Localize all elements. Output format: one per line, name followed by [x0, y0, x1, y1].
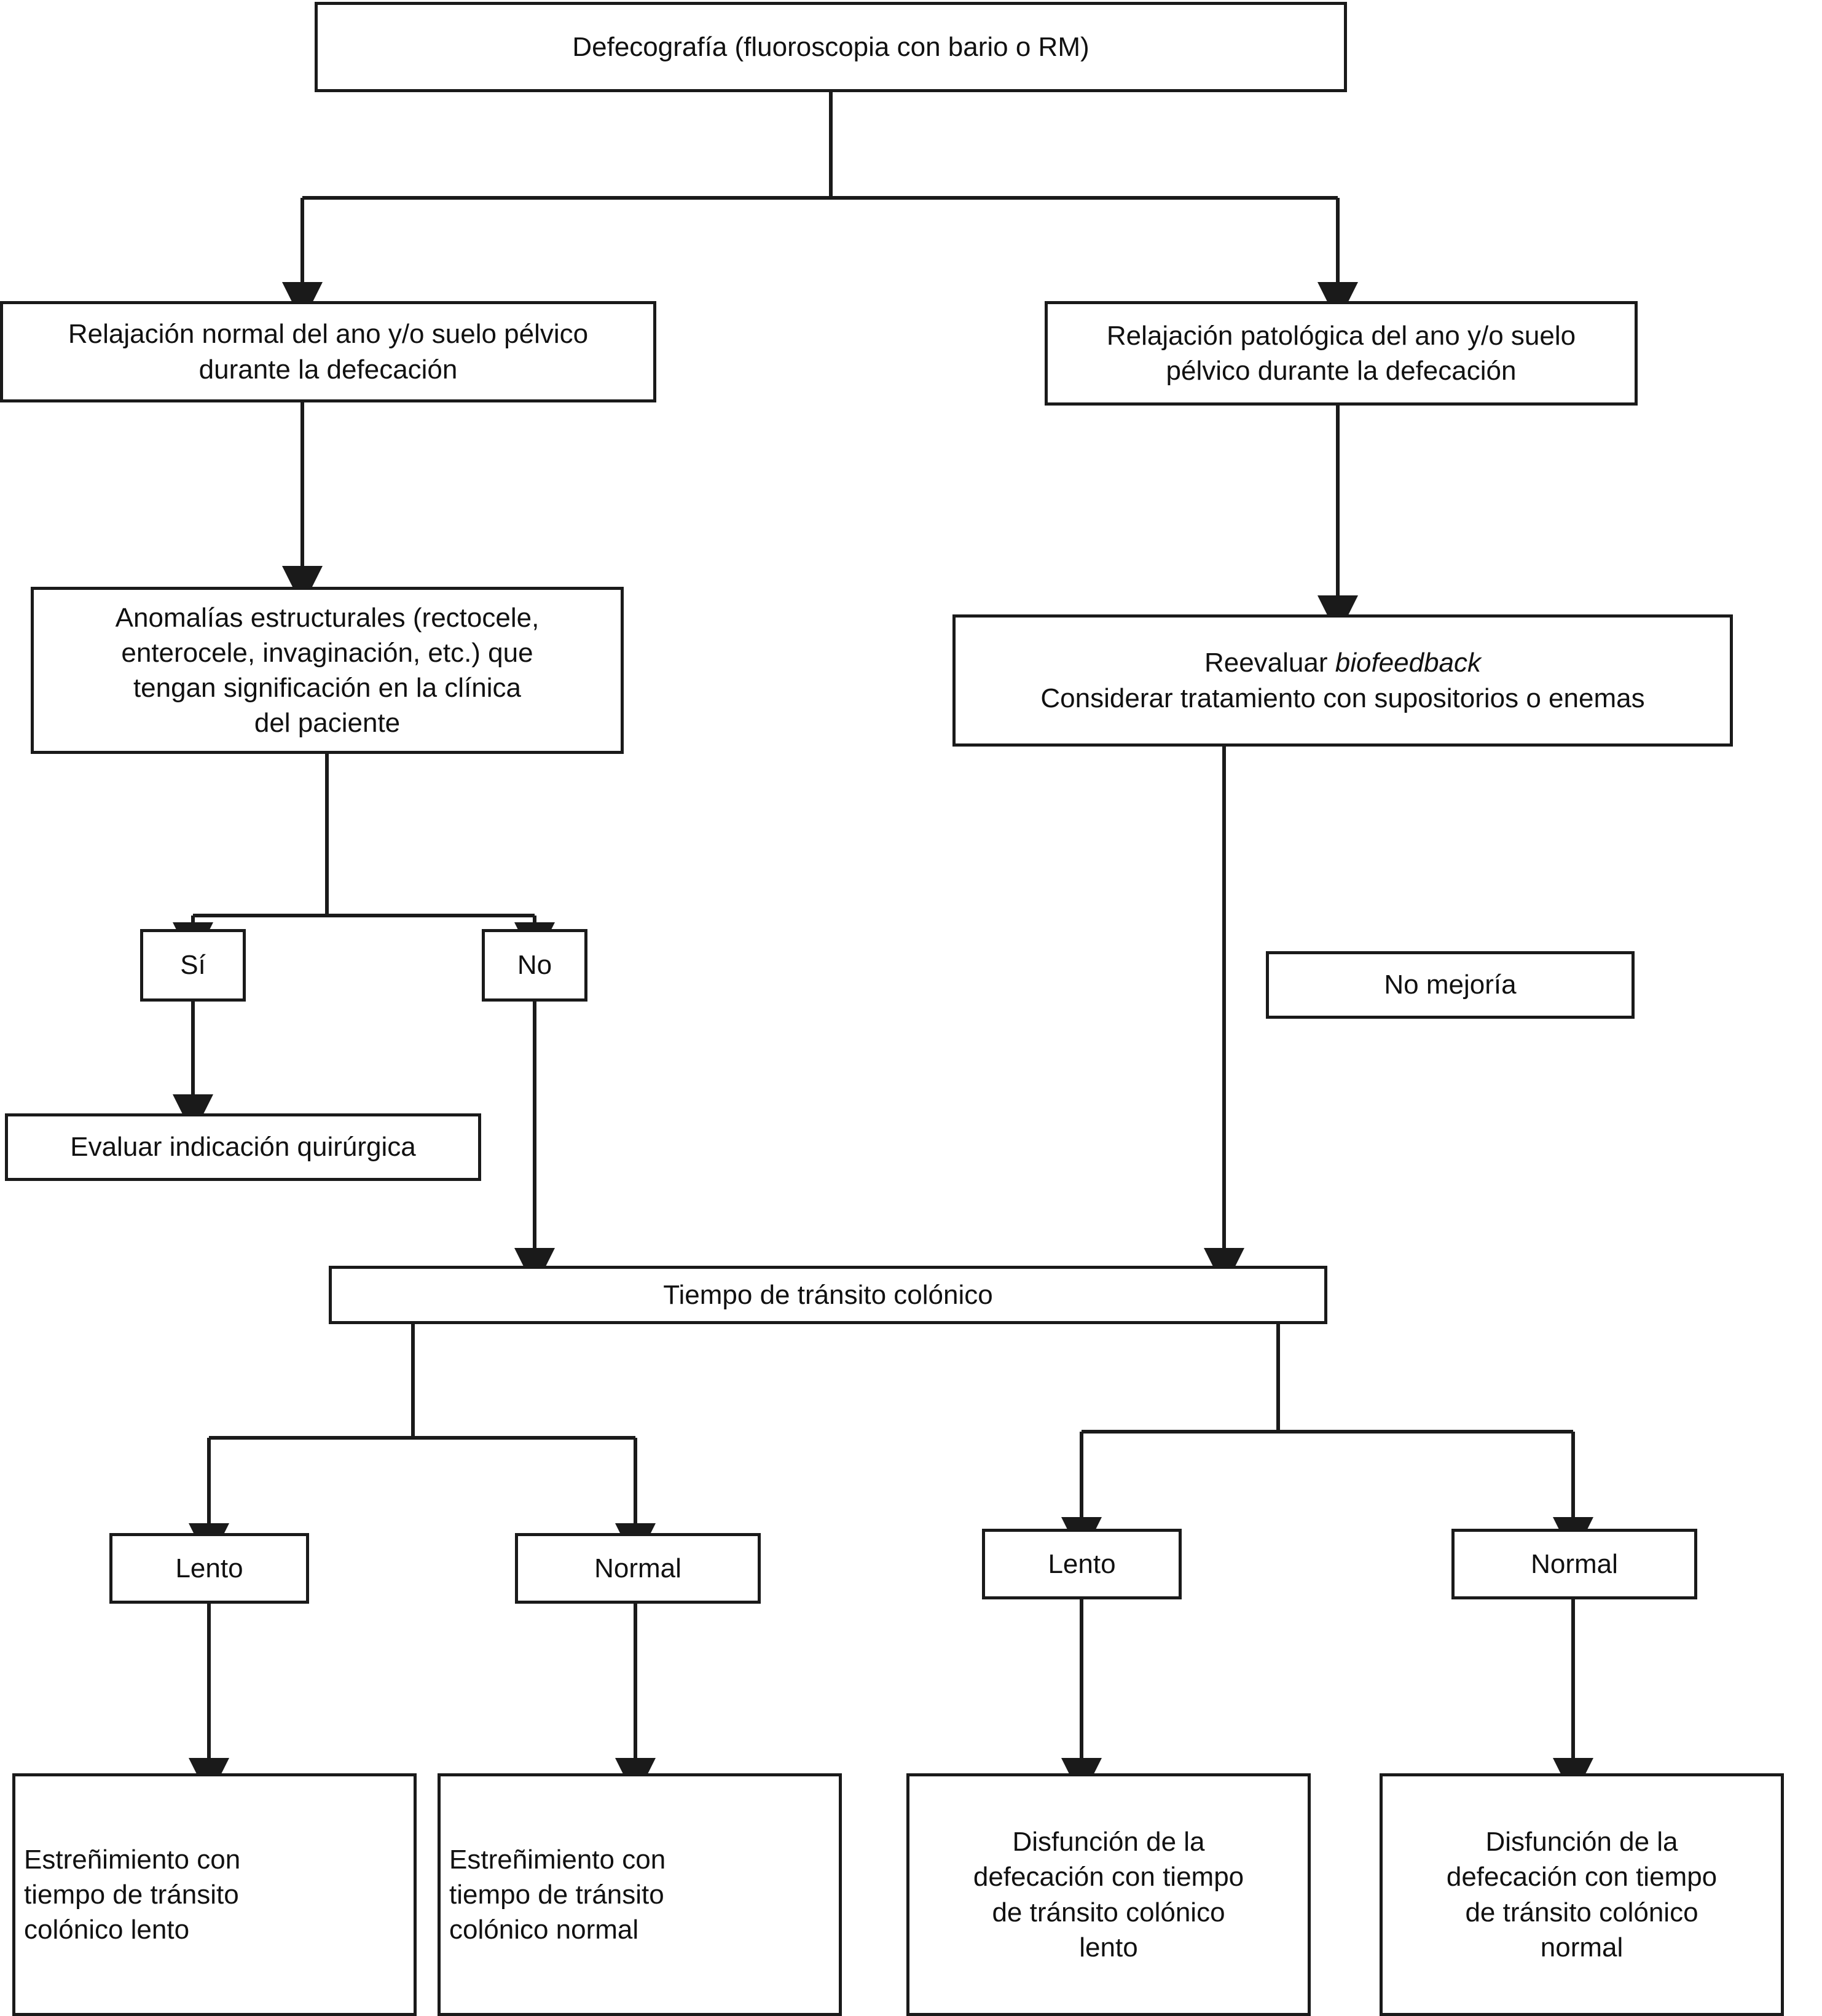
node-defecografia-label: Defecografía (fluoroscopia con bario o R… [572, 31, 1090, 62]
node-lento-derecha-label: Lento [1048, 1548, 1116, 1579]
biofeedback-italic-term: biofeedback [1335, 648, 1482, 678]
node-estrenimiento-transito-normal-label: Estreñimiento con tiempo de tránsito col… [449, 1844, 666, 1945]
node-relajacion-normal[interactable]: Relajación normal del ano y/o suelo pélv… [0, 301, 656, 402]
node-lento-izquierda-label: Lento [175, 1553, 243, 1583]
node-disfuncion-defecacion-transito-lento-label: Disfunción de la defecación con tiempo d… [973, 1827, 1244, 1963]
node-estrenimiento-transito-normal[interactable]: Estreñimiento con tiempo de tránsito col… [438, 1773, 842, 2016]
edge-anomalies-split [173, 753, 555, 963]
node-estrenimiento-transito-lento[interactable]: Estreñimiento con tiempo de tránsito col… [12, 1773, 417, 2016]
biofeedback-line-1: Reevaluar biofeedback [1204, 648, 1482, 678]
node-si[interactable]: Sí [140, 929, 246, 1002]
node-no-mejoria-label: No mejoría [1384, 970, 1517, 1000]
node-lento-derecha[interactable]: Lento [982, 1529, 1182, 1599]
node-evaluar-indicacion-quirurgica[interactable]: Evaluar indicación quirúrgica [5, 1113, 481, 1181]
node-anomalias-estructurales-label: Anomalías estructurales (rectocele, ente… [115, 602, 540, 739]
node-no-label: No [517, 950, 552, 981]
edge-leaf-to-outcome [189, 1598, 1593, 1798]
edge-transit-right-split [1061, 1324, 1593, 1558]
node-defecografia[interactable]: Defecografía (fluoroscopia con bario o R… [315, 2, 1347, 92]
node-relajacion-normal-label: Relajación normal del ano y/o suelo pélv… [68, 319, 589, 385]
edge-transit-left-split [189, 1324, 656, 1564]
node-si-label: Sí [180, 950, 206, 981]
node-normal-derecha-label: Normal [1531, 1548, 1618, 1579]
node-no[interactable]: No [482, 929, 587, 1002]
node-normal-izquierda[interactable]: Normal [515, 1533, 761, 1604]
node-no-mejoria[interactable]: No mejoría [1266, 951, 1635, 1019]
node-relajacion-patologica-label: Relajación patológica del ano y/o suelo … [1106, 320, 1576, 386]
node-evaluar-indicacion-quirurgica-label: Evaluar indicación quirúrgica [70, 1132, 416, 1163]
node-disfuncion-defecacion-transito-normal[interactable]: Disfunción de la defecación con tiempo d… [1380, 1773, 1784, 2016]
node-normal-derecha[interactable]: Normal [1451, 1529, 1697, 1599]
node-tiempo-transito-colonico-label: Tiempo de tránsito colónico [663, 1279, 993, 1310]
node-normal-izquierda-label: Normal [594, 1553, 681, 1583]
node-lento-izquierda[interactable]: Lento [109, 1533, 309, 1604]
biofeedback-line-2: Considerar tratamiento con supositorios … [1040, 683, 1645, 713]
node-tiempo-transito-colonico[interactable]: Tiempo de tránsito colónico [329, 1266, 1327, 1324]
node-anomalias-estructurales[interactable]: Anomalías estructurales (rectocele, ente… [31, 587, 624, 754]
edge-root-split [282, 92, 1358, 323]
node-relajacion-patologica[interactable]: Relajación patológica del ano y/o suelo … [1045, 301, 1638, 406]
node-estrenimiento-transito-lento-label: Estreñimiento con tiempo de tránsito col… [24, 1844, 241, 1945]
node-disfuncion-defecacion-transito-normal-label: Disfunción de la defecación con tiempo d… [1446, 1827, 1718, 1963]
node-disfuncion-defecacion-transito-lento[interactable]: Disfunción de la defecación con tiempo d… [906, 1773, 1311, 2016]
